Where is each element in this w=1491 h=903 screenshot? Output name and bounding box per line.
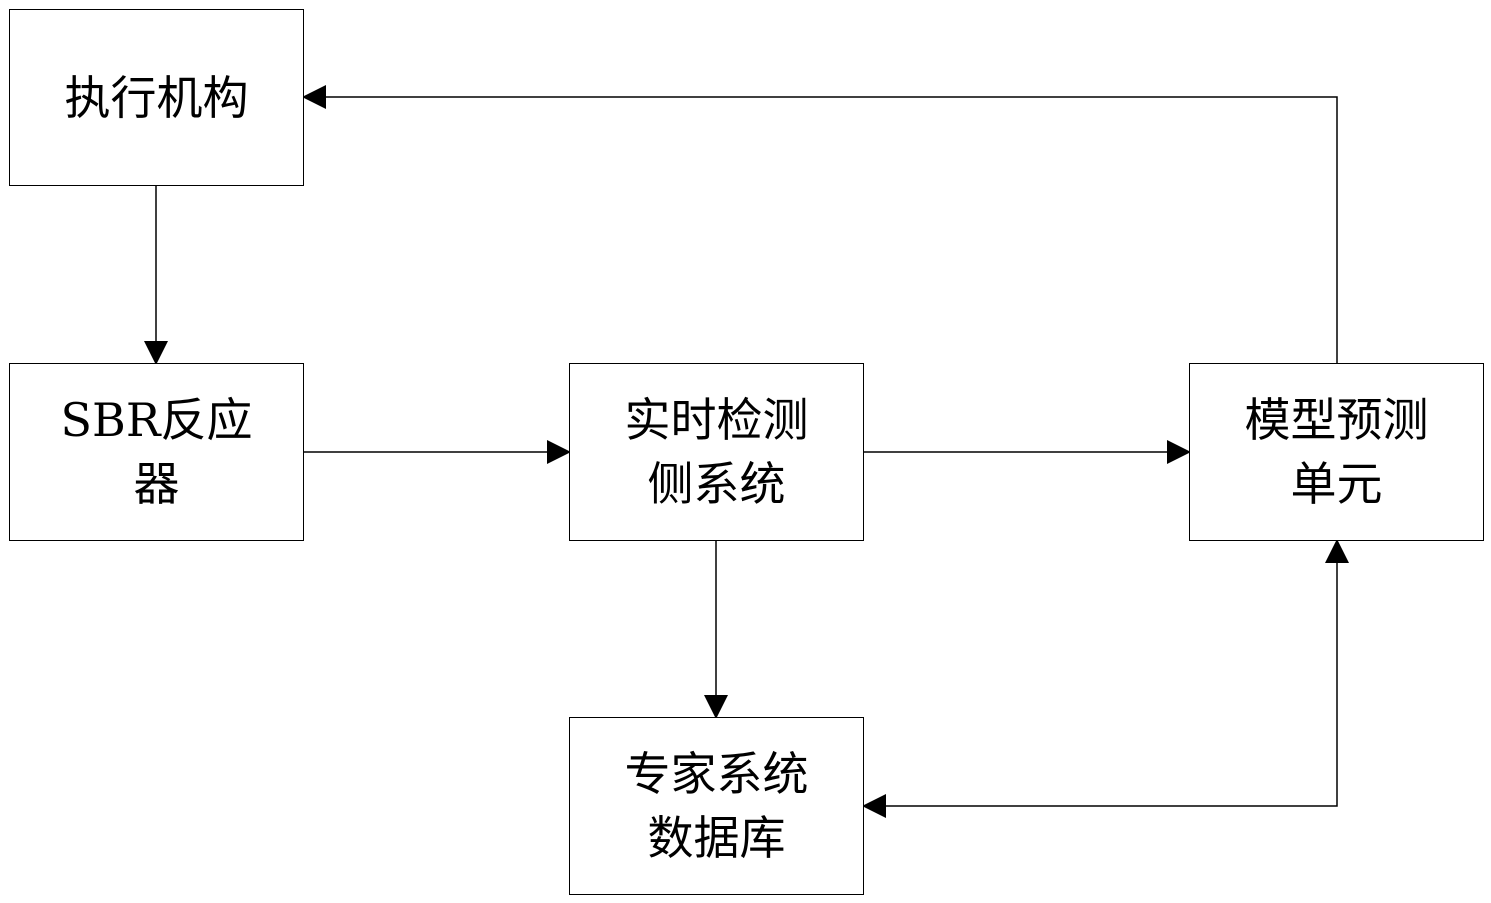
node-label-line: 执行机构 (64, 70, 249, 125)
node-model-prediction: 模型预测 单元 (1189, 363, 1484, 541)
node-realtime-detection: 实时检测 侧系统 (569, 363, 864, 541)
node-actuator: 执行机构 (9, 9, 304, 186)
node-label-line: 数据库 (647, 811, 786, 865)
edge-model-to-actuator (302, 85, 1338, 363)
node-label-line: 模型预测 (1244, 393, 1429, 447)
node-expert-database: 专家系统 数据库 (569, 717, 864, 895)
node-label-line: 器 (133, 457, 180, 511)
node-label-line: 侧系统 (647, 457, 786, 511)
node-label-line: 单元 (1290, 457, 1383, 511)
node-label-line: SBR反应 (60, 393, 253, 447)
node-sbr-reactor: SBR反应 器 (9, 363, 304, 541)
node-label-line: 专家系统 (624, 747, 809, 801)
node-label-line: 实时检测 (624, 393, 809, 447)
edge-expert-model-bidirectional (862, 539, 1349, 818)
